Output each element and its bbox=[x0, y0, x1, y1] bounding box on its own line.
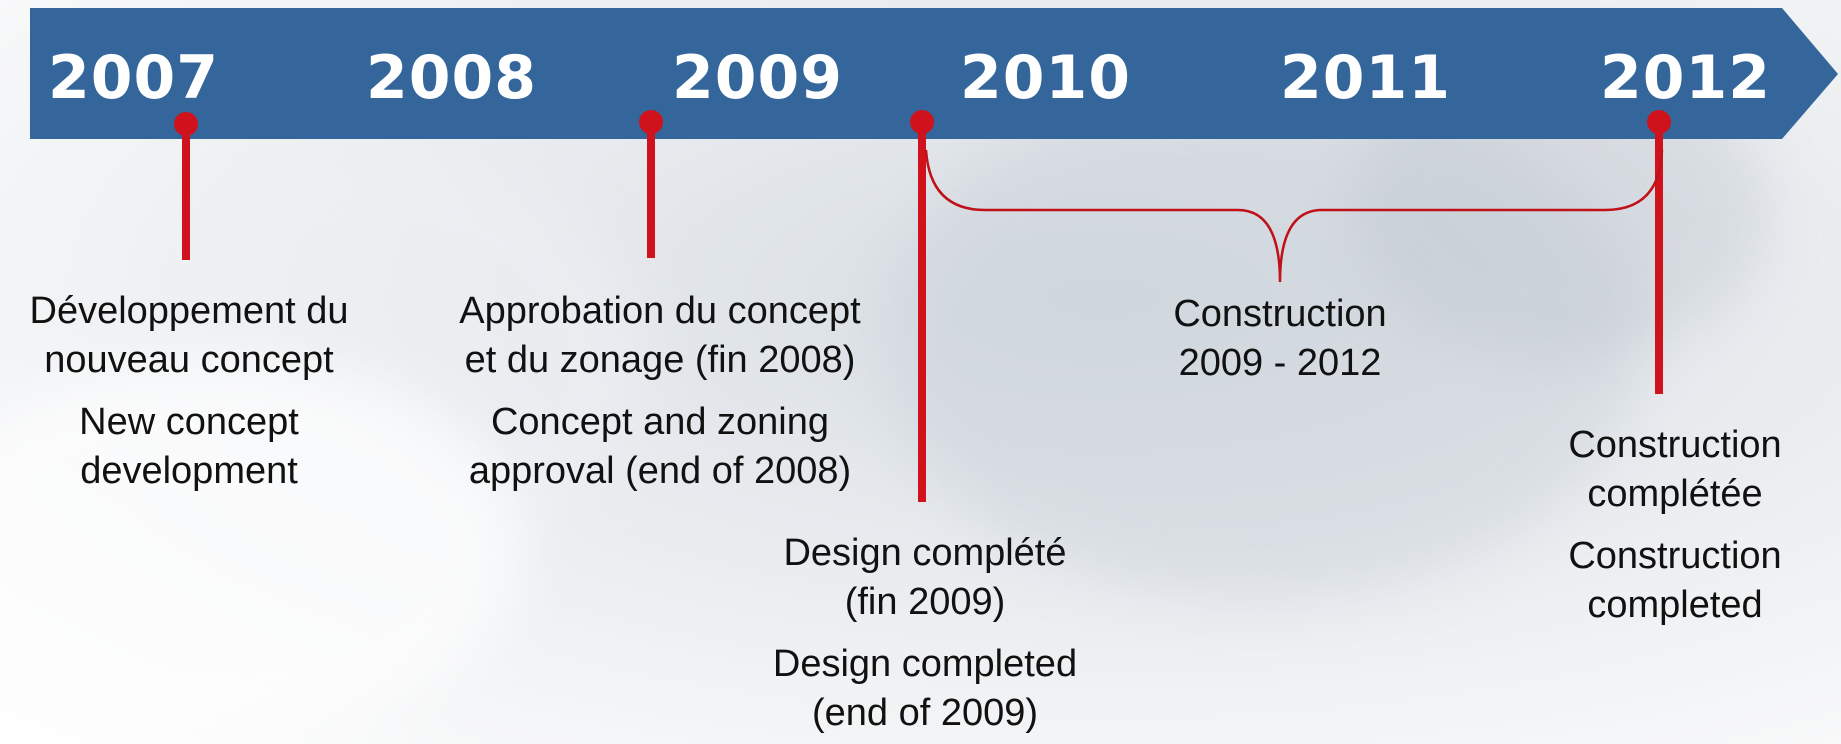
label-line-fr: Construction bbox=[1568, 424, 1782, 466]
milestone-dot-2012 bbox=[1647, 110, 1671, 134]
label-line-fr: Développement du bbox=[29, 290, 349, 332]
milestone-dot-2007 bbox=[174, 112, 198, 136]
label-line-fr: complétée bbox=[1587, 473, 1763, 515]
milestone-label-concept-zoning-approval: Approbation du concept et du zonage (fin… bbox=[420, 287, 900, 496]
label-line-fr: Construction bbox=[1173, 293, 1387, 335]
year-label: 2008 bbox=[366, 43, 537, 113]
label-line-fr: 2009 - 2012 bbox=[1178, 342, 1382, 384]
label-line-fr: nouveau concept bbox=[44, 339, 334, 381]
label-line-fr: (fin 2009) bbox=[844, 581, 1006, 623]
milestone-label-design-completed: Design complété (fin 2009) Design comple… bbox=[730, 529, 1120, 738]
background-photo-shape bbox=[0, 360, 520, 740]
label-line-en: approval (end of 2008) bbox=[468, 450, 852, 492]
background-photo-shape bbox=[880, 80, 1640, 600]
milestone-label-new-concept: Développement du nouveau concept New con… bbox=[4, 287, 374, 496]
year-label: 2010 bbox=[960, 43, 1131, 113]
year-label: 2011 bbox=[1280, 43, 1451, 113]
year-label: 2012 bbox=[1600, 43, 1771, 113]
label-line-en: Design completed bbox=[772, 643, 1078, 685]
label-line-fr: Design complété bbox=[783, 532, 1067, 574]
year-label: 2007 bbox=[48, 43, 219, 113]
label-line-en: development bbox=[80, 450, 298, 492]
milestone-label-construction-period: Construction 2009 - 2012 bbox=[1130, 290, 1430, 388]
milestone-dot-2008 bbox=[639, 110, 663, 134]
year-label: 2009 bbox=[672, 43, 843, 113]
label-line-en: Construction bbox=[1568, 535, 1782, 577]
label-line-en: (end of 2009) bbox=[811, 692, 1039, 734]
label-line-en: New concept bbox=[79, 401, 299, 443]
label-line-en: Concept and zoning bbox=[490, 401, 830, 443]
label-line-fr: Approbation du concept bbox=[459, 290, 861, 332]
label-line-en: completed bbox=[1587, 584, 1763, 626]
construction-period-brace bbox=[924, 149, 1664, 283]
milestone-dot-2009 bbox=[910, 110, 934, 134]
timeline-arrow-band bbox=[30, 8, 1838, 139]
label-line-fr: et du zonage (fin 2008) bbox=[464, 339, 856, 381]
milestone-label-construction-completed: Construction complétée Construction comp… bbox=[1535, 421, 1815, 630]
